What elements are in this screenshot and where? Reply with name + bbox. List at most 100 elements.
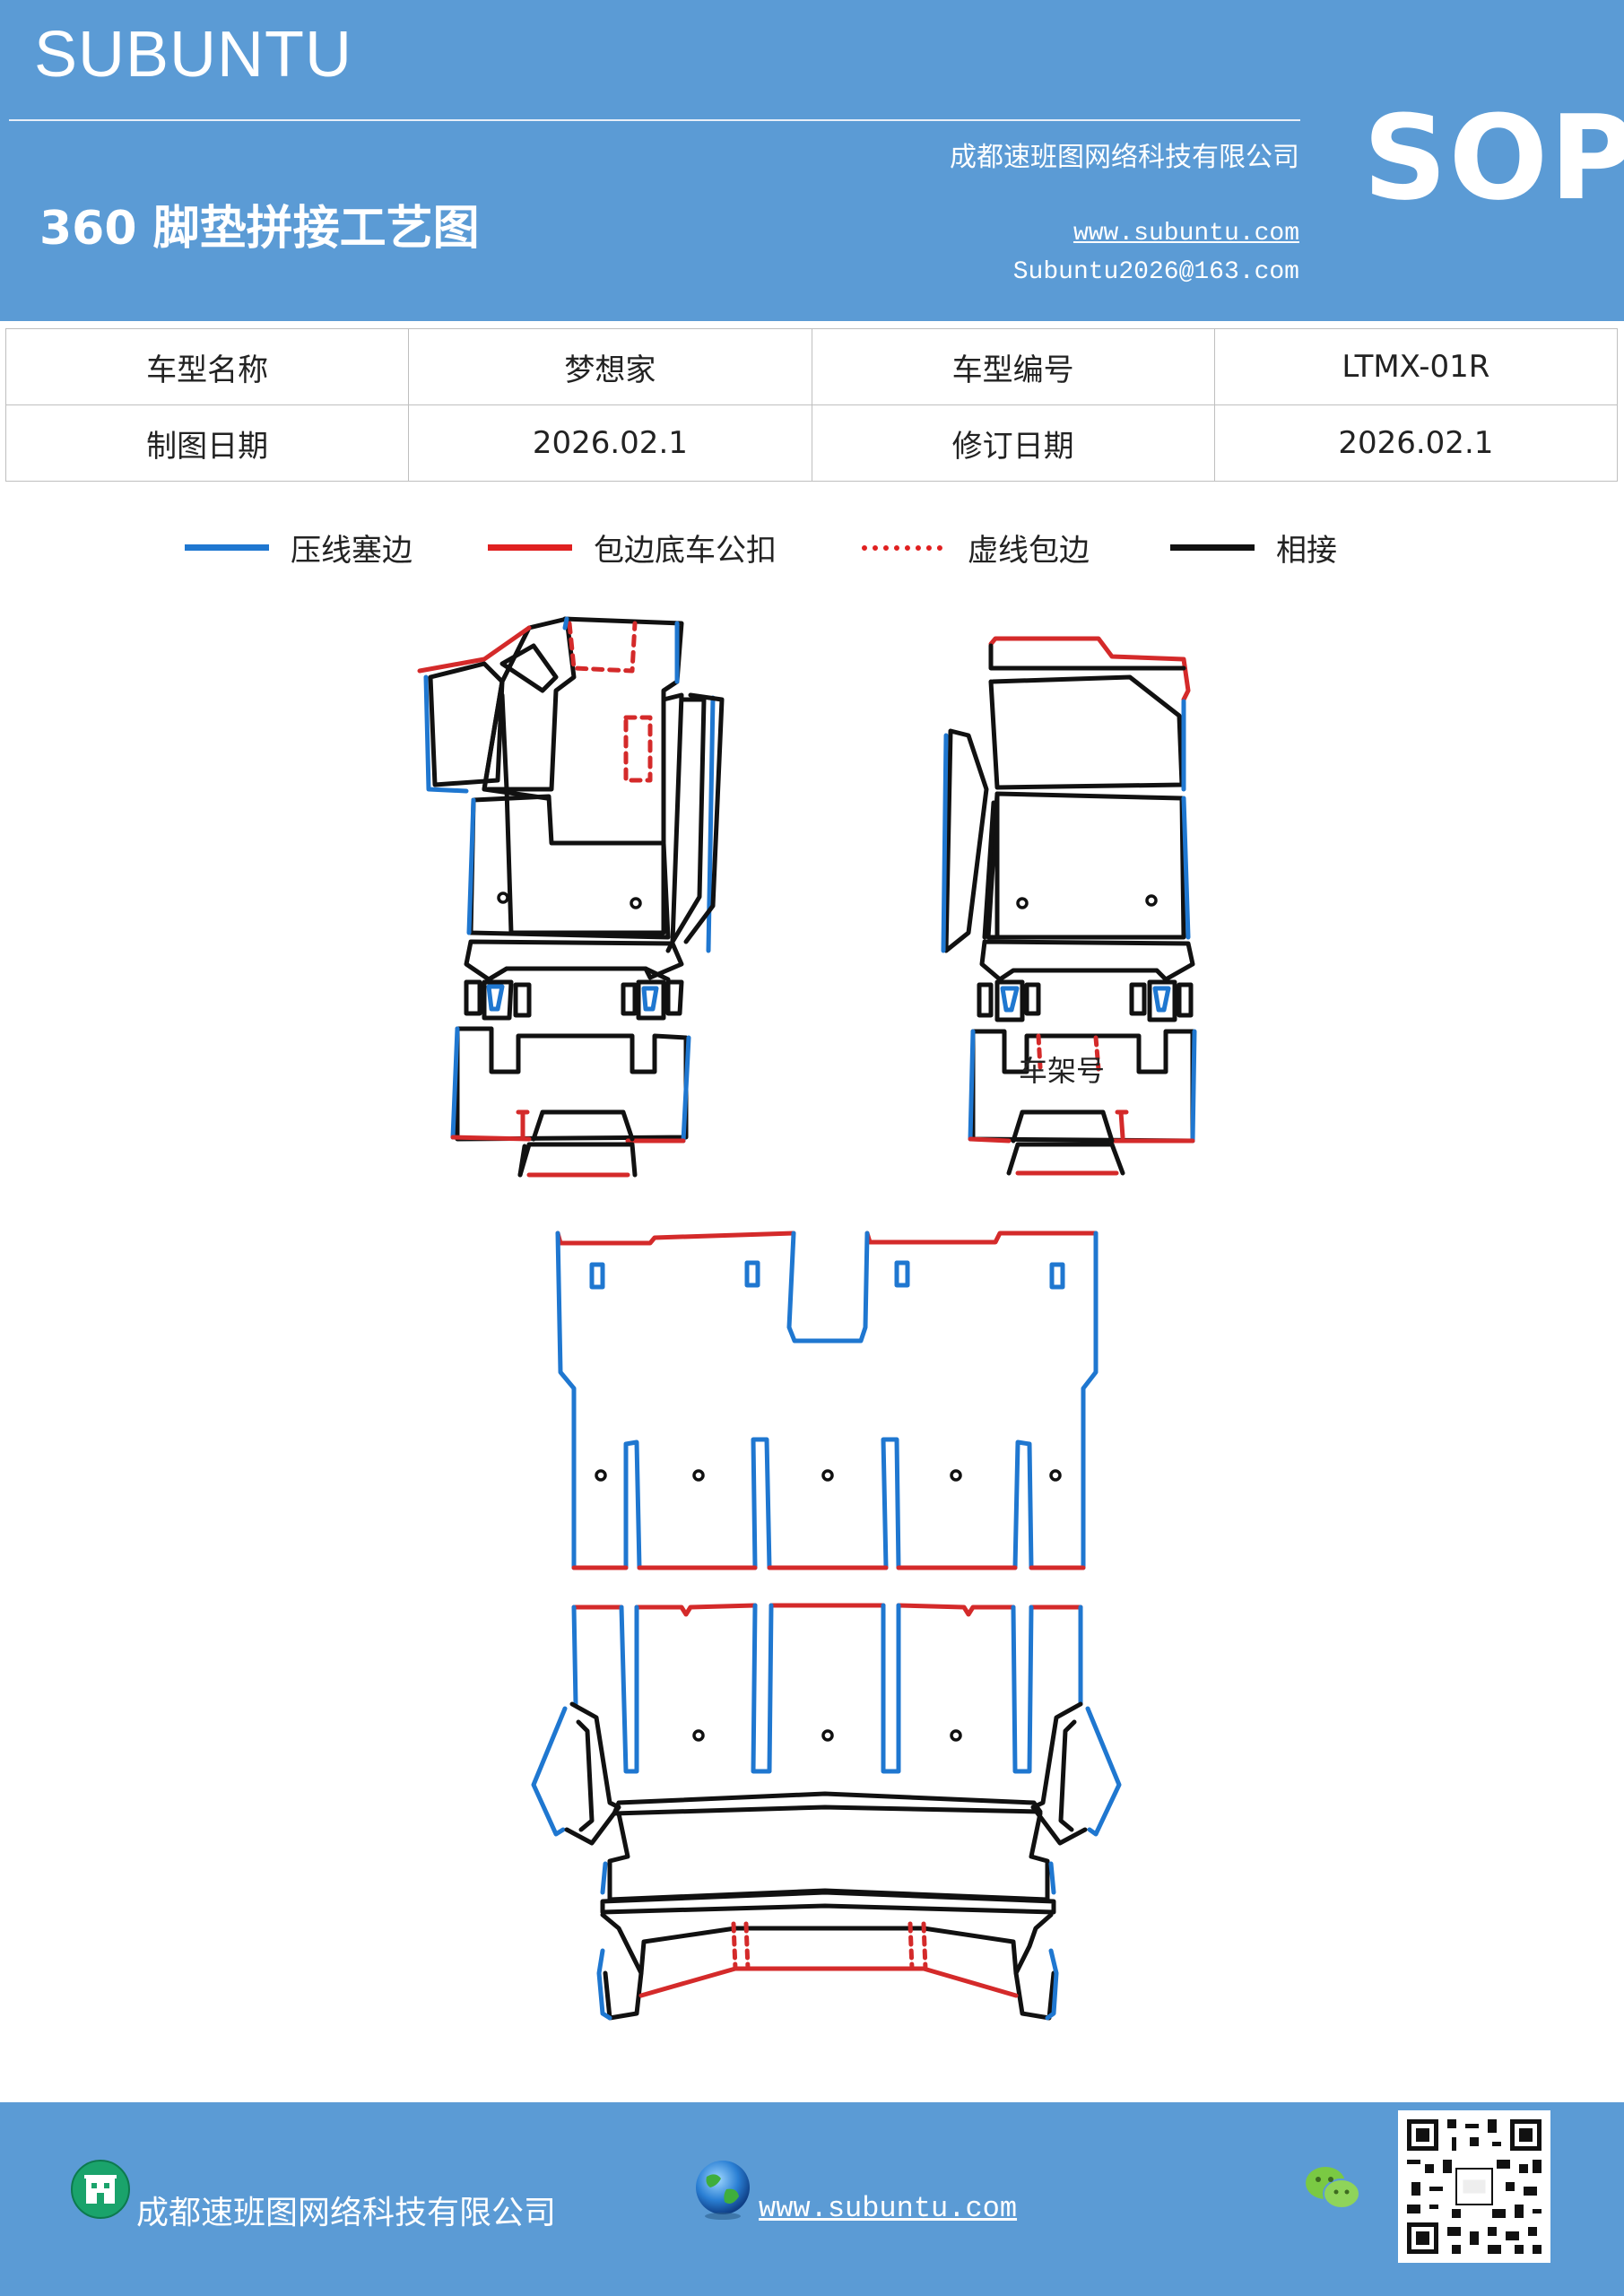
mat-edge-blue: [562, 616, 569, 631]
legend-label: 相接: [1276, 533, 1337, 569]
mat-edge-red: [638, 1966, 1019, 1998]
mat-hole: [497, 891, 509, 904]
legend-label: 压线塞边: [291, 533, 413, 569]
mat-panel: [1013, 1912, 1056, 2021]
mat-panel: [1030, 1701, 1088, 1846]
mat-panel: [517, 1144, 527, 1178]
mat-panel: [977, 982, 994, 1018]
mat-panel: [1011, 1109, 1115, 1144]
mat-edge-red: [1118, 1109, 1125, 1140]
mat-hole: [595, 1469, 607, 1482]
mat-panel: [988, 643, 1186, 671]
mat-hole: [821, 1729, 834, 1742]
mat-panel: [464, 979, 482, 1016]
document-title: 360 脚垫拼接工艺图: [39, 202, 480, 256]
mat-edge-blue: [681, 1035, 691, 1144]
mat-panel: [988, 674, 1185, 790]
table-cell: 梦想家: [408, 328, 812, 405]
mat-edge-red-dashed: [1036, 1033, 1043, 1070]
legend-item: 包边底车公扣: [488, 526, 777, 570]
mat-hole: [950, 1729, 962, 1742]
table-cell: 修订日期: [811, 404, 1215, 482]
mat-edge-blue: [881, 1603, 901, 1774]
mat-panel: [455, 1026, 689, 1142]
mat-hole: [630, 897, 642, 909]
legend-item: 压线塞边: [185, 526, 413, 570]
mat-edge-red: [417, 625, 532, 674]
legend-item: 相接: [1170, 526, 1337, 570]
mat-hole: [1145, 894, 1158, 907]
table-cell: 制图日期: [4, 404, 410, 482]
mat-panel: [982, 800, 996, 940]
legend-item: 虚线包边: [862, 526, 1090, 570]
header-divider: [9, 119, 1300, 121]
mat-edge-blue: [619, 1605, 639, 1774]
mat-panel: [482, 679, 550, 801]
mat-edge-blue: [1048, 1861, 1056, 1895]
mat-edge-red-dashed: [623, 715, 653, 783]
mat-edge-blue: [596, 1948, 612, 2021]
mat-panel: [1024, 982, 1041, 1016]
mat-panel: [517, 1142, 638, 1178]
mat-panel: [670, 697, 707, 944]
mat-edge-blue: [1085, 1706, 1122, 1837]
mat-edge-red-dashed: [1093, 1035, 1101, 1072]
mat-panel: [683, 692, 725, 944]
mat-edge-blue: [623, 1439, 642, 1570]
mat-panel: [1147, 979, 1177, 1022]
mat-panel: [428, 661, 505, 787]
mat-edge-blue: [1000, 986, 1020, 1013]
company-name: 成都速班图网络科技有限公司: [950, 142, 1299, 173]
mat-hole: [950, 1469, 962, 1482]
building-icon: [71, 2160, 130, 2219]
mat-panel: [600, 1912, 644, 2021]
mat-panel: [612, 1791, 1043, 1816]
mat-panel: [636, 979, 666, 1021]
qr-code-icon: [1398, 2110, 1550, 2263]
mat-edge-blue: [531, 1706, 568, 1837]
mat-panel: [665, 979, 684, 1016]
globe-icon: [696, 2161, 750, 2220]
table-row: 车型名称 梦想家 车型编号 LTMX-01R: [4, 328, 1619, 405]
mat-panel: [621, 982, 638, 1016]
table-cell: 车型名称: [4, 328, 410, 405]
mat-panel: [1006, 1142, 1125, 1176]
floor-mat-diagram: 车架号: [417, 616, 1197, 2021]
mat-edge-red-dashed: [908, 1921, 915, 1971]
mat-edge-red: [555, 1231, 796, 1246]
mat-edge-blue: [968, 1029, 976, 1142]
mat-edge-red: [634, 1603, 758, 1617]
mat-edge-blue: [1190, 1029, 1197, 1144]
mat-panel: [979, 939, 1195, 982]
mat-panel: [576, 1719, 595, 1832]
legend-label: 包边底车公扣: [594, 533, 777, 569]
mat-edge-blue: [641, 986, 659, 1012]
mat-panel: [482, 979, 514, 1021]
brand-name: SUBUNTU: [34, 19, 353, 91]
driver-mat: [417, 616, 725, 1178]
table-cell: 车型编号: [811, 328, 1215, 405]
mat-edge-red: [968, 1136, 1012, 1144]
mat-edge-blue: [571, 1605, 578, 1707]
footer-website-link[interactable]: www.subuntu.com: [759, 2192, 1018, 2225]
mat-edge-blue: [589, 1262, 605, 1290]
mat-edge-blue: [1012, 1439, 1034, 1570]
mat-panel: [943, 728, 989, 953]
table-cell: 2026.02.1: [1213, 404, 1619, 482]
mat-panel: [661, 692, 684, 953]
mat-hole: [692, 1469, 705, 1482]
website-link[interactable]: www.subuntu.com: [1073, 220, 1299, 248]
mat-edge-blue: [751, 1603, 774, 1774]
mat-panel: [499, 643, 559, 693]
legend-label: 虚线包边: [968, 533, 1090, 569]
mat-edge-blue: [1045, 1948, 1059, 2021]
mat-hole: [821, 1469, 834, 1482]
second-row-mat: [555, 1231, 1099, 1570]
mat-panel: [1058, 1719, 1077, 1832]
email-address: Subuntu2026@163.com: [1012, 258, 1299, 286]
mat-edge-blue: [1049, 1262, 1065, 1290]
mat-edge-blue: [1152, 986, 1171, 1013]
frame-number-label: 车架号: [1019, 1054, 1105, 1088]
mat-panel: [564, 1701, 621, 1846]
mat-edge-red: [988, 636, 1191, 702]
